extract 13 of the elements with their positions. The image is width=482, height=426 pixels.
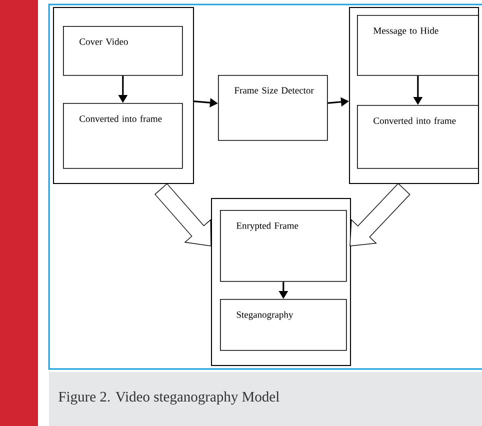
- caption-band: Figure 2. Video steganography Model: [49, 372, 482, 426]
- group-box: [53, 7, 194, 184]
- process-box: Cover Video: [63, 26, 183, 76]
- process-box: Converted into frame: [357, 105, 479, 169]
- arrow: [154, 183, 212, 246]
- group-box: [349, 7, 479, 184]
- process-box: Converted into frame: [63, 103, 183, 169]
- process-box: Steganography: [220, 299, 347, 351]
- process-box: Message to Hide: [357, 15, 479, 76]
- group-box: [211, 198, 351, 366]
- process-box: Frame Size Detector: [218, 75, 328, 141]
- process-box: Enrypted Frame: [220, 210, 347, 282]
- arrow: [350, 183, 410, 246]
